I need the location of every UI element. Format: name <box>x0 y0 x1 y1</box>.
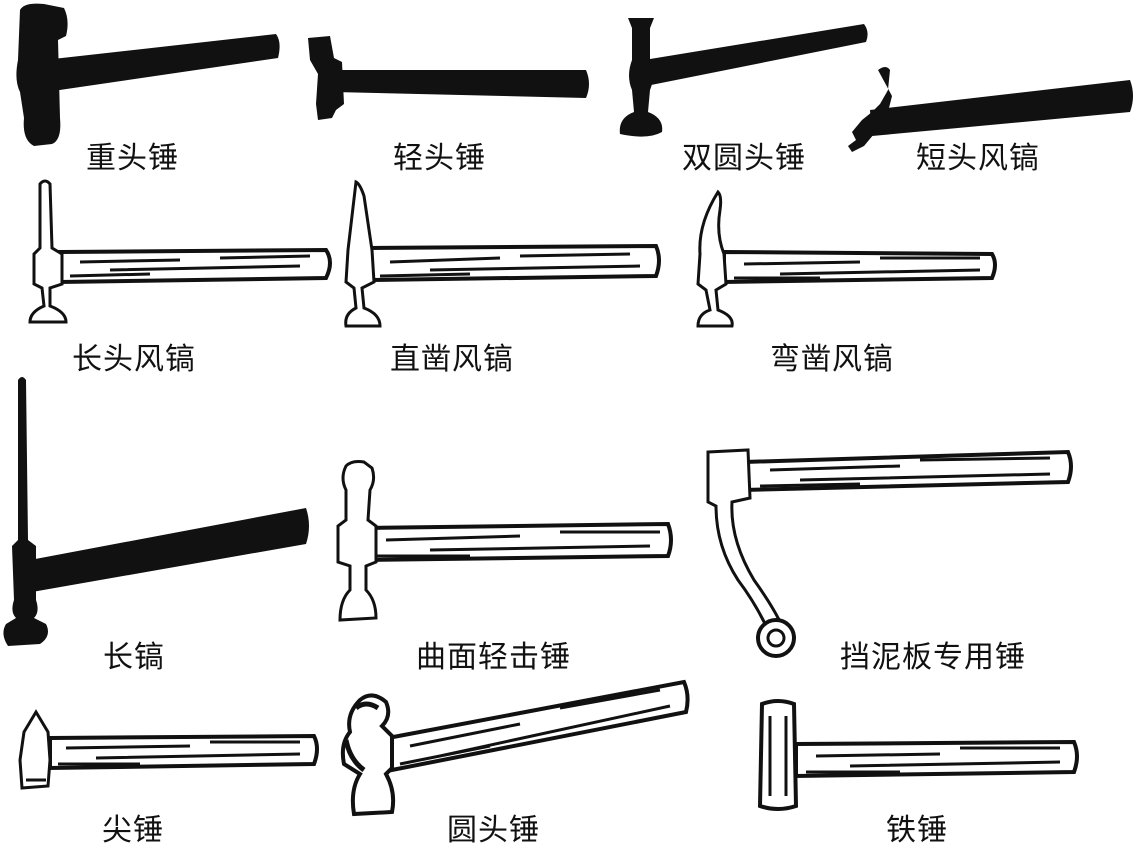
straight-chisel-pick-hammer-icon <box>344 179 661 328</box>
long-head-pick-hammer-icon <box>28 179 332 324</box>
light-head-hammer-label: 轻头锤 <box>393 141 486 176</box>
curved-surface-light-hammer-icon <box>336 460 673 622</box>
fender-special-hammer-icon <box>706 448 1073 658</box>
long-pick-hammer-label: 长镐 <box>103 640 165 675</box>
round-head-hammer-icon <box>340 679 690 817</box>
heavy-head-hammer-label: 重头锤 <box>86 141 179 176</box>
double-round-head-hammer-label: 双圆头锤 <box>682 141 806 176</box>
iron-hammer-label: 铁锤 <box>886 813 948 848</box>
curved-surface-light-hammer-label: 曲面轻击锤 <box>416 640 571 675</box>
round-head-hammer-label: 圆头锤 <box>447 813 540 848</box>
double-round-head-hammer-icon <box>619 18 868 137</box>
pointed-hammer-icon <box>18 709 319 790</box>
curved-chisel-pick-hammer-label: 弯凿风镐 <box>770 342 894 377</box>
iron-hammer-icon <box>757 699 1079 811</box>
long-pick-hammer-icon <box>3 377 309 646</box>
long-head-pick-hammer-label: 长头风镐 <box>72 342 196 377</box>
curved-chisel-pick-hammer-icon <box>696 189 997 328</box>
fender-special-hammer-label: 挡泥板专用锤 <box>840 640 1026 675</box>
short-head-pick-hammer-label: 短头风镐 <box>916 141 1040 176</box>
short-head-pick-hammer-icon <box>848 67 1133 152</box>
straight-chisel-pick-hammer-label: 直凿风镐 <box>390 342 514 377</box>
light-head-hammer-icon <box>308 36 589 120</box>
heavy-head-hammer-icon <box>16 3 280 146</box>
pointed-hammer-label: 尖锤 <box>102 813 164 848</box>
